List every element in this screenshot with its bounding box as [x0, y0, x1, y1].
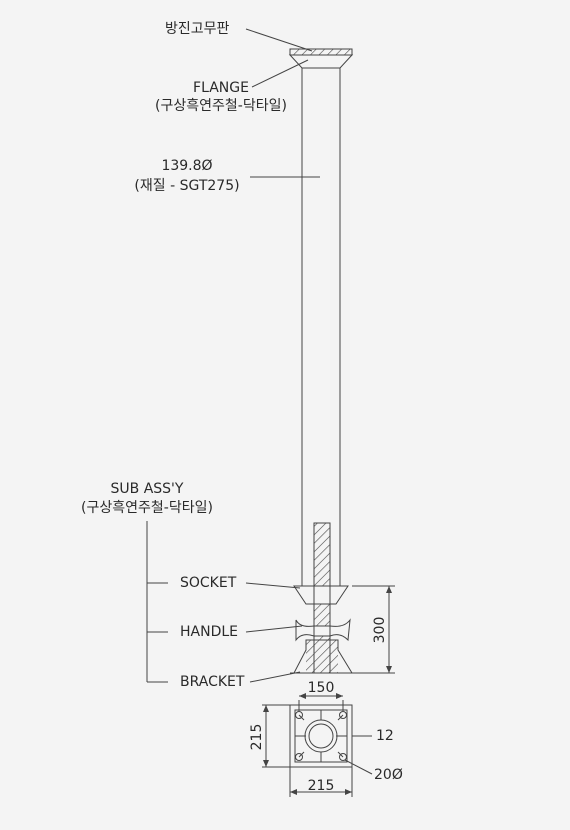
center-hole-inner: [308, 723, 334, 749]
label-rubber-pad: 방진고무판: [165, 21, 230, 37]
bolt-hole: [295, 711, 303, 719]
bolt-hole: [339, 753, 347, 761]
label-bracket: BRACKET: [180, 674, 245, 690]
dim-thickness: 12: [376, 728, 394, 744]
dim-height: 300: [372, 616, 388, 644]
label-pipe-size: 139.8Ø: [161, 158, 213, 174]
label-sub-assy: SUB ASS'Y: [110, 481, 184, 497]
dim-plate-height: 215: [249, 723, 265, 751]
label-flange: FLANGE: [193, 80, 249, 96]
label-handle: HANDLE: [180, 624, 239, 640]
dim-plate-width: 215: [307, 778, 335, 794]
dim-hole-spacing: 150: [307, 680, 335, 696]
socket-flange: [293, 585, 349, 605]
flange-shape: [288, 54, 354, 69]
leader-bracket: [249, 671, 301, 683]
leader-socket: [245, 582, 301, 589]
dim-hole-dia: 20Ø: [374, 767, 403, 783]
label-socket: SOCKET: [180, 575, 237, 591]
label-pipe-material: (재질 - SGT275): [134, 178, 240, 194]
leader-rubber-pad: [245, 28, 313, 52]
bolt-hole: [295, 753, 303, 761]
rubber-pad: [289, 48, 353, 56]
label-flange-material: (구상흑연주철-닥타일): [155, 98, 287, 114]
label-sub-assy-material: (구상흑연주철-닥타일): [81, 500, 213, 516]
bolt-hole: [339, 711, 347, 719]
handle-shape: [295, 618, 351, 642]
leader-handle: [245, 625, 303, 633]
leader-flange: [251, 59, 309, 88]
center-hole-outer: [304, 719, 338, 753]
